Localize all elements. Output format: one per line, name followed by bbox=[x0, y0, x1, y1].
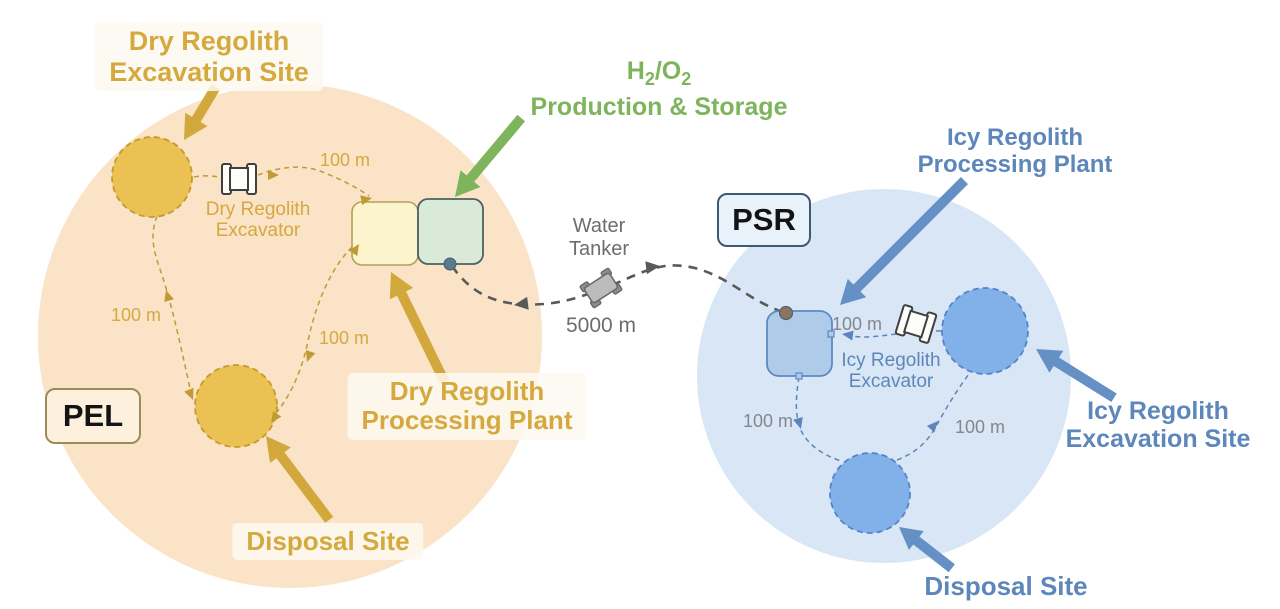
dry-processing-plant-label: Dry Regolith Processing Plant bbox=[347, 373, 587, 440]
psr-disposal-site-label: Disposal Site bbox=[924, 571, 1088, 601]
arrowhead bbox=[360, 195, 372, 206]
dry-excavation-site-arrow bbox=[184, 84, 221, 140]
h2o2-arrow bbox=[455, 114, 526, 197]
pel-path-excavation-to-excavator bbox=[193, 175, 221, 178]
dry-excavator-label: Dry Regolith Excavator bbox=[206, 199, 311, 242]
pel-path-disposal-to-excavation bbox=[152, 215, 193, 398]
arrowhead bbox=[184, 387, 194, 400]
water-tanker-route bbox=[450, 264, 787, 316]
tanker-dock-pel bbox=[443, 257, 457, 271]
arrowhead bbox=[164, 290, 174, 302]
arrowhead-to-psr bbox=[645, 261, 660, 275]
label-line: Processing Plant bbox=[917, 151, 1113, 179]
label-line: Dry Regolith bbox=[205, 199, 311, 220]
h2o2-production-storage-label: H2/O2 Production & Storage bbox=[531, 55, 788, 125]
water-tanker-label: Water Tanker bbox=[569, 215, 629, 260]
pel-disposal-site-node bbox=[194, 364, 278, 448]
icy-processing-plant-arrow bbox=[840, 177, 968, 305]
icy-excavation-site-label: Icy Regolith Excavation Site bbox=[1066, 397, 1251, 454]
pel-distance-left: 100 m bbox=[110, 305, 162, 325]
arrowhead bbox=[926, 421, 938, 433]
arrowhead bbox=[271, 411, 282, 423]
arrowhead bbox=[268, 170, 279, 180]
arrowhead bbox=[842, 330, 854, 341]
pel-zone-circle bbox=[38, 84, 542, 588]
icy-excavator-label: Icy Regolith Excavator bbox=[841, 350, 940, 393]
pel-disposal-site-label: Disposal Site bbox=[232, 523, 424, 561]
psr-disposal-site-node bbox=[829, 452, 911, 534]
pel-disposal-site-arrow bbox=[266, 436, 334, 523]
label-line: Water bbox=[572, 215, 626, 237]
tanker-distance-label: 5000 m bbox=[565, 314, 637, 337]
label-line: Excavation Site bbox=[1065, 425, 1251, 454]
label-line: Dry Regolith bbox=[389, 376, 545, 406]
label-line: Excavation Site bbox=[109, 56, 309, 87]
arrowhead bbox=[348, 244, 359, 256]
icy-regolith-excavator-icon bbox=[894, 304, 938, 344]
pel-distance-right: 100 m bbox=[318, 328, 370, 348]
arrowhead-to-pel bbox=[514, 296, 529, 310]
label-line: Dry Regolith bbox=[128, 26, 290, 56]
pel-badge: PEL bbox=[45, 388, 141, 444]
dry-excavation-site-node bbox=[111, 136, 193, 218]
label-line: Icy Regolith bbox=[1087, 397, 1229, 425]
pel-path-plant-to-disposal bbox=[268, 246, 353, 422]
dry-processing-plant-arrow bbox=[389, 272, 449, 384]
dry-regolith-excavator-icon bbox=[221, 163, 257, 195]
dry-excavation-site-label: Dry Regolith Excavation Site bbox=[95, 22, 323, 91]
psr-badge: PSR bbox=[717, 193, 811, 247]
dry-regolith-processing-plant-node bbox=[351, 201, 419, 266]
label-line: Tanker bbox=[568, 237, 630, 260]
label-line: Icy Regolith bbox=[841, 350, 941, 371]
h2o2-formula: H2/O2 bbox=[626, 57, 692, 89]
arrowhead bbox=[305, 349, 316, 362]
pel-path-excavator-to-plant bbox=[257, 166, 370, 197]
label-line: Production & Storage bbox=[530, 93, 788, 122]
psr-distance-left: 100 m bbox=[742, 411, 794, 431]
icy-excavation-site-node bbox=[941, 287, 1029, 375]
label-line: Excavator bbox=[848, 371, 934, 393]
tanker-dock-psr bbox=[778, 305, 794, 321]
h2o2-production-storage-node bbox=[417, 198, 484, 265]
psr-distance-right: 100 m bbox=[954, 417, 1006, 437]
pel-distance-top: 100 m bbox=[319, 150, 371, 170]
icy-regolith-processing-plant-node bbox=[766, 310, 833, 377]
psr-zone-circle bbox=[697, 189, 1071, 563]
water-tanker-icon bbox=[579, 267, 623, 309]
arrowhead bbox=[793, 417, 803, 429]
label-line: Excavator bbox=[215, 220, 301, 242]
icy-processing-plant-label: Icy Regolith Processing Plant bbox=[918, 124, 1113, 178]
psr-disposal-site-arrow bbox=[899, 527, 955, 573]
plant-port-bottom bbox=[795, 372, 803, 380]
psr-distance-top: 100 m bbox=[831, 314, 883, 334]
plant-port-right bbox=[827, 330, 835, 338]
label-line: Icy Regolith bbox=[946, 124, 1084, 151]
label-line: Processing Plant bbox=[361, 405, 573, 436]
icy-excavation-site-arrow bbox=[1036, 349, 1117, 402]
